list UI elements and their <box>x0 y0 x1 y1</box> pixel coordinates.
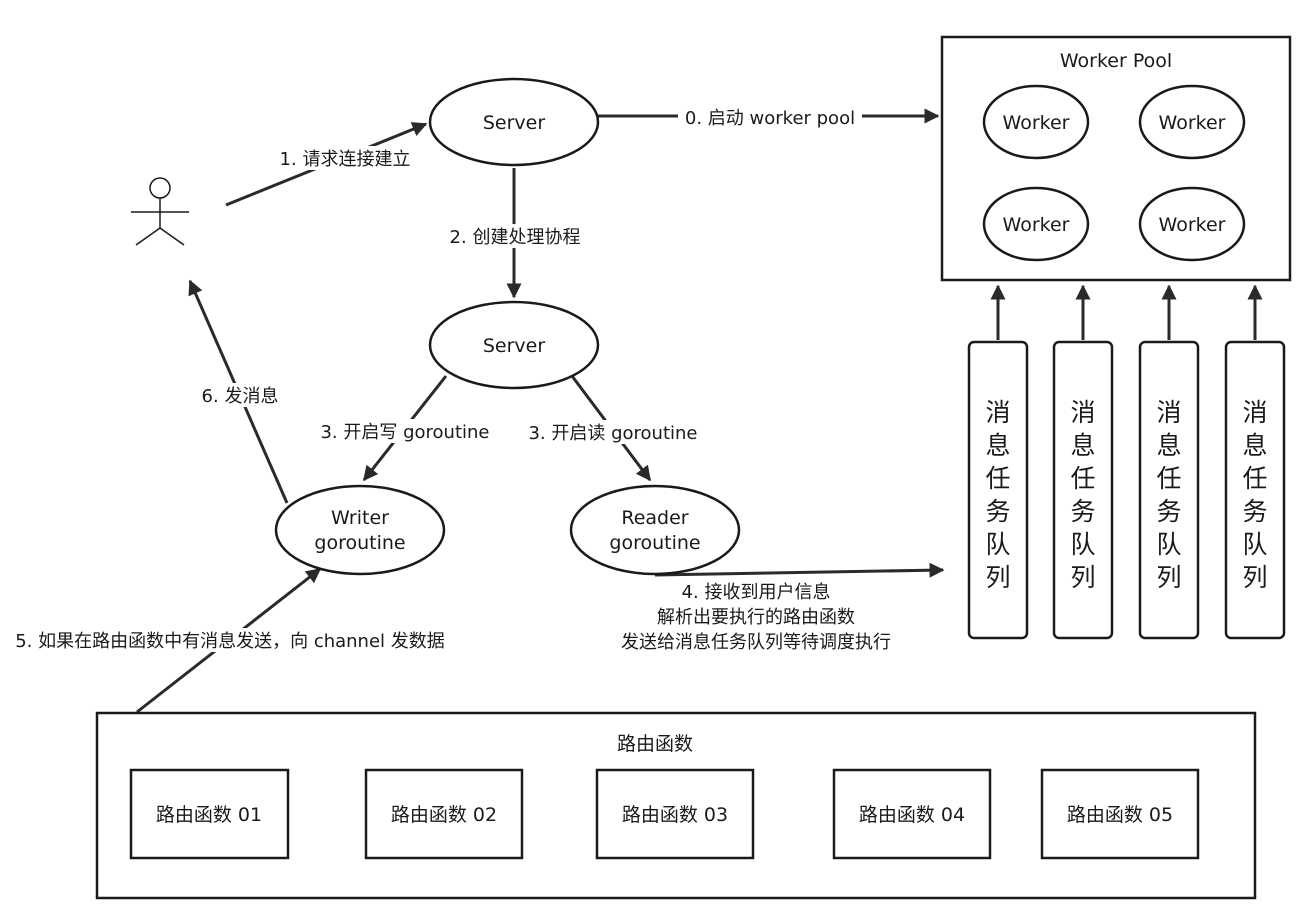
queue-2-char-6: 列 <box>1070 563 1095 592</box>
message-queue-1: 消 息 任 务 队 列 <box>967 340 1029 640</box>
router-function-4: 路由函数 04 <box>832 768 992 860</box>
queue-1-char-1: 消 <box>985 398 1010 427</box>
router-function-5-label: 路由函数 05 <box>1067 804 1173 826</box>
server-mid-node: Server <box>428 300 600 390</box>
worker-label-1: Worker <box>1003 112 1070 134</box>
message-queue-2: 消 息 任 务 队 列 <box>1052 340 1114 640</box>
router-function-3: 路由函数 03 <box>595 768 755 860</box>
reader-goroutine-node: Reader goroutine <box>569 484 741 576</box>
worker-pool-container: Worker Pool Worker Worker Worker Worker <box>940 35 1292 282</box>
worker-node-2: Worker <box>1138 84 1246 160</box>
queue-3-char-2: 息 <box>1156 431 1181 460</box>
edge-open-write-label: 3. 开启写 goroutine <box>320 422 489 443</box>
writer-label-line-2: goroutine <box>314 532 405 554</box>
edge-labels: 0. 启动 worker pool 1. 请求连接建立 2. 创建处理协程 3.… <box>0 105 906 654</box>
router-function-1-label: 路由函数 01 <box>156 804 262 826</box>
worker-pool-title: Worker Pool <box>1060 50 1172 72</box>
queue-2-char-2: 息 <box>1070 431 1095 460</box>
worker-node-1: Worker <box>982 84 1090 160</box>
edge-receive <box>654 562 945 578</box>
queue-1-char-2: 息 <box>985 431 1010 460</box>
queue-1-char-3: 任 <box>985 464 1010 493</box>
queue-2-char-5: 队 <box>1070 530 1095 559</box>
user-actor-icon <box>131 177 189 246</box>
edge-send-msg-label: 6. 发消息 <box>202 386 279 407</box>
message-queue-3: 消 息 任 务 队 列 <box>1138 340 1200 640</box>
queue-1-char-4: 务 <box>985 497 1010 526</box>
edge-create-label: 2. 创建处理协程 <box>450 227 581 248</box>
queue-4-char-6: 列 <box>1242 563 1267 592</box>
writer-goroutine-node: Writer goroutine <box>274 484 446 576</box>
queue-2-char-1: 消 <box>1070 398 1095 427</box>
queue-4-char-1: 消 <box>1242 398 1267 427</box>
queue-4-char-3: 任 <box>1242 464 1267 493</box>
router-title: 路由函数 <box>617 733 693 755</box>
server-mid-label: Server <box>483 335 545 357</box>
reader-label-line-1: Reader <box>621 507 688 529</box>
worker-node-4: Worker <box>1138 186 1246 262</box>
edge-send-channel-label: 5. 如果在路由函数中有消息发送，向 channel 发数据 <box>15 631 445 652</box>
router-function-2-label: 路由函数 02 <box>391 804 497 826</box>
queue-3-char-3: 任 <box>1156 464 1181 493</box>
edge-receive-label-line-3: 发送给消息任务队列等待调度执行 <box>621 632 891 653</box>
queue-1-char-5: 队 <box>985 530 1010 559</box>
edge-receive-label-line-1: 4. 接收到用户信息 <box>682 582 831 603</box>
queue-3-char-6: 列 <box>1156 563 1181 592</box>
router-function-2: 路由函数 02 <box>364 768 524 860</box>
edge-open-read-label: 3. 开启读 goroutine <box>528 423 697 444</box>
server-top-node: Server <box>428 77 600 167</box>
queue-2-char-3: 任 <box>1070 464 1095 493</box>
queue-3-char-1: 消 <box>1156 398 1181 427</box>
edge-receive-label-line-2: 解析出要执行的路由函数 <box>657 607 855 628</box>
queue-1-char-6: 列 <box>985 563 1010 592</box>
queue-4-char-2: 息 <box>1242 431 1267 460</box>
router-function-1: 路由函数 01 <box>129 768 290 860</box>
router-function-5: 路由函数 05 <box>1040 768 1200 860</box>
worker-label-3: Worker <box>1003 214 1070 236</box>
queue-4-char-4: 务 <box>1242 497 1267 526</box>
edge-start-pool-label: 0. 启动 worker pool <box>685 108 855 129</box>
edge-request-label: 1. 请求连接建立 <box>280 149 411 170</box>
queue-3-char-4: 务 <box>1156 497 1181 526</box>
worker-label-4: Worker <box>1159 214 1226 236</box>
router-function-4-label: 路由函数 04 <box>859 804 965 826</box>
writer-label-line-1: Writer <box>331 507 389 529</box>
queue-2-char-4: 务 <box>1070 497 1095 526</box>
queue-4-char-5: 队 <box>1242 530 1267 559</box>
server-top-label: Server <box>483 112 545 134</box>
reader-label-line-2: goroutine <box>609 532 700 554</box>
queue-3-char-5: 队 <box>1156 530 1181 559</box>
router-container: 路由函数 路由函数 01 路由函数 02 路由函数 03 路由函数 04 路由函… <box>95 711 1257 900</box>
worker-label-2: Worker <box>1159 112 1226 134</box>
worker-node-3: Worker <box>982 186 1090 262</box>
router-function-3-label: 路由函数 03 <box>622 804 728 826</box>
message-queue-4: 消 息 任 务 队 列 <box>1224 340 1286 640</box>
message-queues: 消 息 任 务 队 列 消 息 任 务 队 列 消 息 任 务 队 列 消 <box>967 340 1286 640</box>
